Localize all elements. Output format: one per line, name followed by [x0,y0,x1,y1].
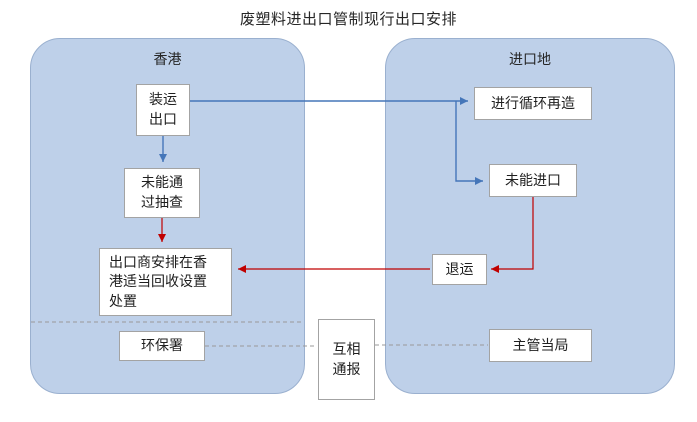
region-import-place-label: 进口地 [509,51,551,67]
node-environmental-protection-dept: 环保署 [119,331,205,361]
region-hongkong-label: 香港 [153,51,182,67]
node-carry-out-recycling: 进行循环再造 [474,87,592,120]
node-fail-import: 未能进口 [489,164,577,197]
node-mutual-notification: 互相 通报 [318,319,375,400]
node-fail-inspection: 未能通 过抽查 [124,168,200,218]
node-exporter-arrange-disposal: 出口商安排在香 港适当回收设置 处置 [99,248,232,316]
node-return-shipment: 退运 [432,254,487,285]
arrow-fail-import-to-return [491,197,534,273]
diagram-title: 废塑料进出口管制现行出口安排 [239,11,457,28]
arrow-branch-to-fail-import [455,101,483,185]
node-competent-authority: 主管当局 [489,329,592,362]
node-ship-export: 装运 出口 [136,84,190,136]
